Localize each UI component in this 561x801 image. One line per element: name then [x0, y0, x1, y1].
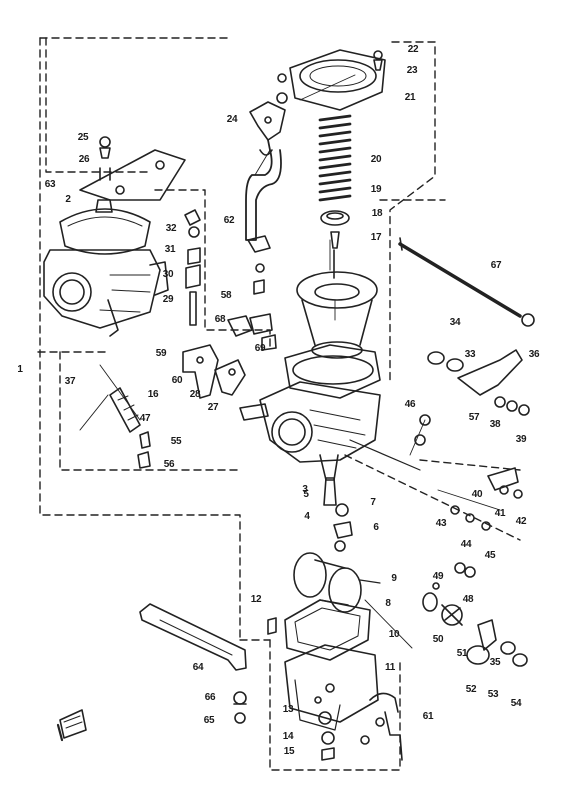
- callout-42: 42: [515, 516, 527, 527]
- left-carburetor-assembly: [43, 199, 169, 337]
- bracket-plate-63: [79, 136, 186, 201]
- assembly-boundary-lines: [37, 37, 521, 771]
- callout-51: 51: [456, 648, 468, 659]
- callout-65: 65: [203, 715, 215, 726]
- cable-62: [245, 139, 282, 241]
- callout-57: 57: [468, 412, 480, 423]
- callout-64: 64: [192, 662, 204, 673]
- callout-15: 15: [283, 746, 295, 757]
- spring-20: [318, 114, 352, 202]
- callout-25: 25: [77, 132, 89, 143]
- callout-22: 22: [407, 44, 419, 55]
- callout-20: 20: [370, 154, 382, 165]
- callout-40: 40: [471, 489, 483, 500]
- callout-67: 67: [490, 260, 502, 271]
- callout-8: 8: [385, 598, 391, 609]
- callout-37: 37: [64, 376, 76, 387]
- callout-50: 50: [432, 634, 444, 645]
- callout-11: 11: [385, 662, 395, 673]
- callout-63: 63: [44, 179, 56, 190]
- top-cap-21: [289, 49, 386, 111]
- callout-49: 49: [432, 571, 444, 582]
- callout-5: 5: [303, 489, 309, 500]
- callout-30: 30: [162, 269, 174, 280]
- callout-44: 44: [460, 539, 472, 550]
- callout-16: 16: [147, 389, 159, 400]
- callout-2: 2: [65, 194, 71, 205]
- callout-59: 59: [155, 348, 167, 359]
- callout-34: 34: [449, 317, 461, 328]
- callout-68: 68: [214, 314, 226, 325]
- jet-parts: [323, 477, 353, 552]
- callout-32: 32: [165, 223, 177, 234]
- callout-47: 47: [139, 413, 151, 424]
- hose-61: [360, 692, 403, 761]
- callout-46: 46: [404, 399, 416, 410]
- callout-52: 52: [465, 684, 477, 695]
- callout-17: 17: [370, 232, 382, 243]
- callout-23: 23: [406, 65, 418, 76]
- callout-36: 36: [528, 349, 540, 360]
- needle-parts-column: [184, 209, 201, 326]
- callout-10: 10: [388, 629, 400, 640]
- drain-parts: [267, 617, 335, 761]
- callout-14: 14: [282, 731, 294, 742]
- callout-56: 56: [163, 459, 175, 470]
- leader-lines: [99, 74, 501, 649]
- float-gasket-10: [284, 599, 371, 661]
- callout-31: 31: [164, 244, 176, 255]
- callout-19: 19: [370, 184, 382, 195]
- callout-43: 43: [435, 518, 447, 529]
- callout-69: 69: [254, 343, 266, 354]
- callout-13: 13: [282, 704, 294, 715]
- link-brackets: [182, 344, 246, 399]
- callout-12: 12: [250, 594, 262, 605]
- callout-29: 29: [162, 294, 174, 305]
- callout-66: 66: [204, 692, 216, 703]
- bracket-64: [139, 603, 247, 671]
- callout-24: 24: [226, 114, 238, 125]
- callout-55: 55: [170, 436, 182, 447]
- needle-retainer: [320, 210, 350, 279]
- callout-18: 18: [371, 208, 383, 219]
- main-carburetor-body: [239, 344, 421, 481]
- callout-53: 53: [487, 689, 499, 700]
- callout-41: 41: [494, 508, 506, 519]
- callout-33: 33: [464, 349, 476, 360]
- right-linkage-parts: [414, 349, 530, 667]
- left-lower-parts: [79, 387, 151, 469]
- callout-39: 39: [515, 434, 527, 445]
- callout-61: 61: [422, 711, 434, 722]
- screws-65-66: [233, 691, 247, 724]
- callout-4: 4: [304, 511, 310, 522]
- callout-1: 1: [17, 364, 23, 375]
- callout-7: 7: [370, 497, 376, 508]
- holder-24: [249, 73, 288, 141]
- callout-54: 54: [510, 698, 522, 709]
- book-icon: [56, 709, 87, 742]
- callout-60: 60: [171, 375, 183, 386]
- float-chamber-11: [284, 644, 379, 731]
- callout-62: 62: [223, 215, 235, 226]
- small-parts-center: [227, 235, 277, 351]
- callout-45: 45: [484, 550, 496, 561]
- callout-28: 28: [189, 389, 201, 400]
- callout-26: 26: [78, 154, 90, 165]
- callout-6: 6: [373, 522, 379, 533]
- callout-27: 27: [207, 402, 219, 413]
- callout-21: 21: [404, 92, 416, 103]
- callout-35: 35: [489, 657, 501, 668]
- callout-3: 3: [302, 484, 308, 495]
- link-rod-67: [398, 237, 535, 327]
- callout-9: 9: [391, 573, 397, 584]
- callout-38: 38: [489, 419, 501, 430]
- callout-48: 48: [462, 594, 474, 605]
- callout-58: 58: [220, 290, 232, 301]
